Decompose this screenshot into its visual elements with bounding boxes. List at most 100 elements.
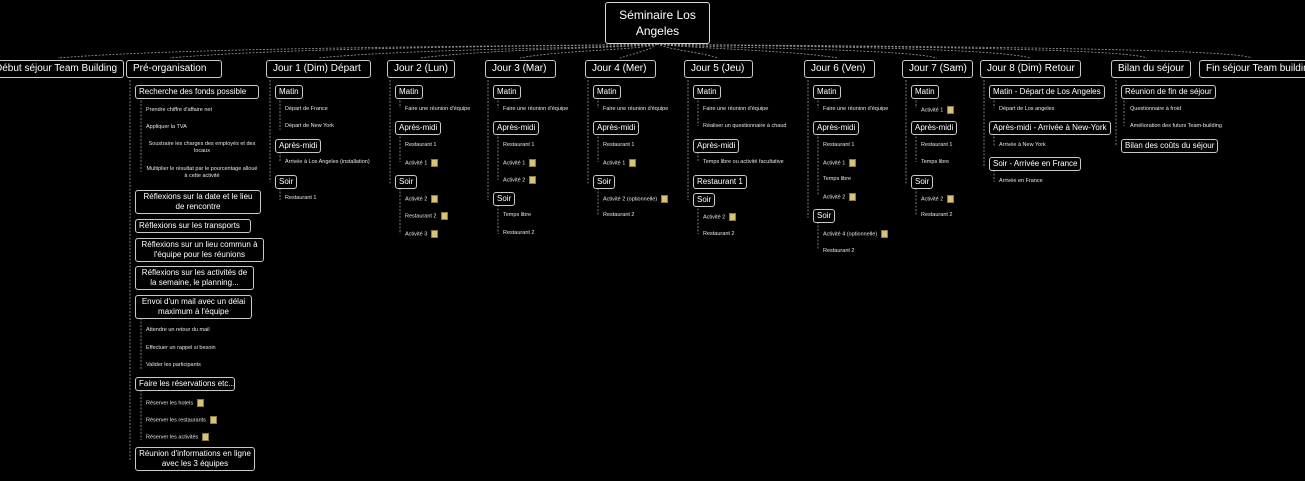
leaf: Restaurant 1 — [823, 142, 855, 148]
note-icon[interactable] — [881, 230, 889, 238]
j3-soir[interactable]: Soir — [493, 192, 516, 206]
note-icon[interactable] — [729, 213, 737, 221]
leaf: Arrivée à New York — [999, 142, 1046, 148]
note-icon[interactable] — [431, 159, 439, 167]
j6-apres-midi[interactable]: Après-midi — [813, 121, 860, 135]
topic-jour-8[interactable]: Jour 8 (Dim) Retour — [980, 60, 1081, 78]
j1-soir[interactable]: Soir — [275, 175, 298, 189]
leaf: Restaurant 2 — [703, 231, 735, 237]
topic-jour-5[interactable]: Jour 5 (Jeu) — [684, 60, 753, 78]
topic-bilan[interactable]: Bilan du séjour — [1111, 60, 1191, 78]
preorg-lieu-commun[interactable]: Réflexions sur un lieu commun à l'équipe… — [135, 238, 264, 262]
note-icon[interactable] — [431, 230, 439, 238]
note-icon[interactable] — [209, 416, 217, 424]
note-icon[interactable] — [849, 159, 857, 167]
topic-jour-6[interactable]: Jour 6 (Ven) — [804, 60, 875, 78]
j1-apres-midi[interactable]: Après-midi — [275, 139, 322, 153]
j6-matin[interactable]: Matin — [813, 85, 841, 99]
note-icon[interactable] — [661, 195, 669, 203]
leaf: Restaurant 1 — [921, 142, 953, 148]
preorg-activites[interactable]: Réflexions sur les activités de la semai… — [135, 266, 254, 290]
note-icon[interactable] — [431, 195, 439, 203]
topic-jour-3[interactable]: Jour 3 (Mar) — [485, 60, 556, 78]
topic-debut-sejour[interactable]: Début séjour Team Building — [0, 60, 125, 78]
topic-jour-3-label: Jour 3 (Mar) — [492, 63, 547, 74]
note-icon[interactable] — [440, 212, 448, 220]
j8-matin[interactable]: Matin - Départ de Los Angeles — [989, 85, 1105, 99]
j2-apres-midi[interactable]: Après-midi — [395, 121, 442, 135]
topic-jour-7[interactable]: Jour 7 (Sam) — [902, 60, 973, 78]
leaf-text: Activité 1 — [405, 160, 428, 167]
note-icon[interactable] — [849, 193, 857, 201]
j2-matin[interactable]: Matin — [395, 85, 423, 99]
leaf: Départ de New York — [285, 123, 334, 129]
leaf: Activité 2 — [405, 195, 439, 203]
note-icon[interactable] — [202, 433, 210, 441]
j7-matin[interactable]: Matin — [911, 85, 939, 99]
bilan-couts[interactable]: Bilan des coûts du séjour — [1121, 139, 1219, 153]
j2-soir[interactable]: Soir — [395, 175, 418, 189]
preorg-reunion[interactable]: Réunion d'informations en ligne avec les… — [135, 447, 255, 471]
leaf: Restaurant 2 — [921, 212, 953, 218]
topic-jour-1[interactable]: Jour 1 (Dim) Départ — [266, 60, 371, 78]
note-icon[interactable] — [529, 159, 537, 167]
j1-matin[interactable]: Matin — [275, 85, 303, 99]
leaf: Activité 3 — [405, 230, 439, 238]
leaf: Réaliser un questionnaire à chaud — [703, 123, 787, 129]
preorg-reservations-label: Faire les réservations etc... — [139, 379, 236, 388]
leaf-text: Réserver les restaurants — [146, 417, 206, 424]
j5-restaurant1[interactable]: Restaurant 1 — [693, 175, 747, 189]
preorg-activites-label: Réflexions sur les activités de la semai… — [141, 268, 248, 287]
leaf: Faire une réunion d'équipe — [405, 106, 471, 112]
leaf: Prendre chiffre d'affaire net — [146, 107, 212, 113]
preorg-date-lieu[interactable]: Réflexions sur la date et le lieu de ren… — [135, 190, 261, 214]
preorg-transports[interactable]: Réflexions sur les transports — [135, 219, 251, 233]
leaf: Activité 1 — [503, 159, 537, 167]
j5-matin[interactable]: Matin — [693, 85, 721, 99]
topic-jour-2-label: Jour 2 (Lun) — [394, 63, 448, 74]
leaf: Activité 1 — [921, 106, 955, 114]
preorg-fonds[interactable]: Recherche des fonds possible — [135, 85, 259, 99]
leaf: Restaurant 2 — [823, 248, 855, 254]
soir-label: Soir — [497, 194, 512, 203]
j4-matin[interactable]: Matin — [593, 85, 621, 99]
preorg-mail-label: Envoi d'un mail avec un délai maximum à … — [141, 297, 246, 316]
j5-soir[interactable]: Soir — [693, 193, 716, 207]
j4-apres-midi[interactable]: Après-midi — [593, 121, 640, 135]
j8-soir[interactable]: Soir - Arrivée en France — [989, 157, 1082, 171]
topic-pre-organisation[interactable]: Pré-organisation — [126, 60, 222, 78]
leaf: Restaurant 1 — [285, 195, 317, 201]
note-icon[interactable] — [947, 195, 955, 203]
preorg-mail[interactable]: Envoi d'un mail avec un délai maximum à … — [135, 295, 252, 319]
j3-apres-midi[interactable]: Après-midi — [493, 121, 540, 135]
leaf: Soustraire les charges des employés et d… — [148, 141, 256, 154]
topic-jour-4[interactable]: Jour 4 (Mer) — [585, 60, 656, 78]
preorg-reservations[interactable]: Faire les réservations etc... — [135, 377, 235, 391]
bilan-reunion-fin[interactable]: Réunion de fin de séjour — [1121, 85, 1216, 99]
note-icon[interactable] — [529, 176, 537, 184]
leaf: Questionnaire à froid — [1130, 106, 1182, 112]
note-icon[interactable] — [197, 399, 205, 407]
bilan-reunion-fin-label: Réunion de fin de séjour — [1125, 87, 1212, 96]
j8-apres-midi[interactable]: Après-midi - Arrivée à New-York — [989, 121, 1111, 135]
j7-apres-midi[interactable]: Après-midi — [911, 121, 958, 135]
leaf-text: Activité 2 — [405, 196, 428, 203]
j8-matin-label: Matin - Départ de Los Angeles — [993, 87, 1101, 96]
apres-midi-label: Après-midi — [915, 123, 954, 132]
leaf: Activité 1 — [405, 159, 439, 167]
leaf-text: Activité 1 — [823, 160, 846, 167]
leaf-text: Activité 2 — [503, 177, 526, 184]
note-icon[interactable] — [629, 159, 637, 167]
j6-soir[interactable]: Soir — [813, 209, 836, 223]
soir-label: Soir — [279, 177, 294, 186]
j4-soir[interactable]: Soir — [593, 175, 616, 189]
soir-label: Soir — [399, 177, 414, 186]
j7-soir[interactable]: Soir — [911, 175, 934, 189]
topic-fin-sejour[interactable]: Fin séjour Team building — [1199, 60, 1305, 78]
j3-matin[interactable]: Matin — [493, 85, 521, 99]
topic-jour-2[interactable]: Jour 2 (Lun) — [387, 60, 455, 78]
j5-apres-midi[interactable]: Après-midi — [693, 139, 740, 153]
leaf: Réserver les hotels — [146, 399, 205, 407]
note-icon[interactable] — [947, 106, 955, 114]
root-topic[interactable]: Séminaire Los Angeles — [605, 2, 710, 44]
